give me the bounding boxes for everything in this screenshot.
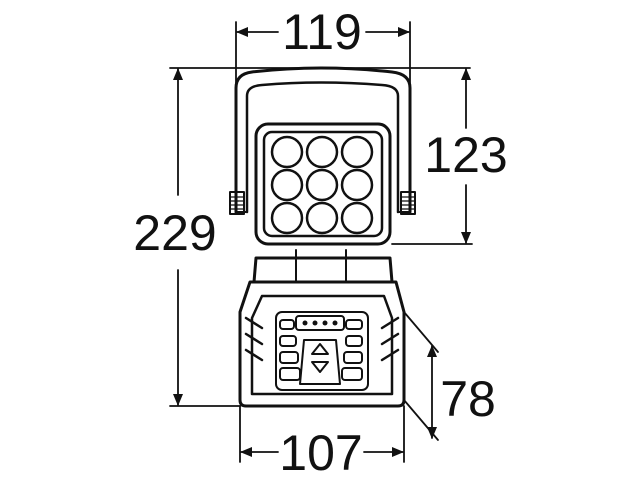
indicator-leds	[302, 320, 338, 326]
dimension-head-height: 123	[391, 68, 508, 245]
neck	[252, 249, 394, 284]
dimension-label-head-height: 123	[424, 127, 507, 183]
dimension-label-base-depth: 78	[440, 371, 496, 427]
dimension-label-top-width: 119	[282, 4, 362, 60]
mode-button	[311, 343, 329, 373]
dimension-label-total-height: 229	[133, 205, 216, 261]
dimension-total-height: 229	[133, 67, 471, 407]
base-body	[238, 280, 406, 408]
dimension-base-depth: 78	[403, 311, 496, 441]
handle-bracket	[229, 66, 416, 215]
dimension-base-width: 107	[239, 405, 405, 480]
led-grid	[270, 135, 374, 235]
lamp-head	[254, 122, 392, 246]
dimension-top-width: 119	[235, 4, 411, 85]
dimension-label-base-width: 107	[279, 425, 362, 480]
